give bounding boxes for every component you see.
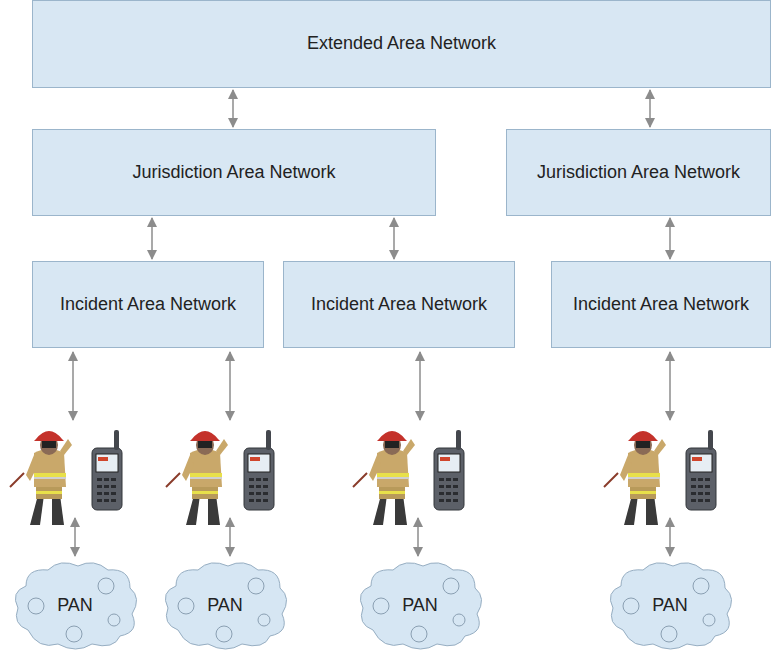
- pan-cloud: PAN: [355, 560, 485, 652]
- network-link: [232, 90, 234, 127]
- network-box: Jurisdiction Area Network: [506, 129, 771, 216]
- network-box: Jurisdiction Area Network: [32, 129, 436, 216]
- network-box: Incident Area Network: [283, 261, 515, 348]
- node-label: Jurisdiction Area Network: [537, 162, 740, 184]
- pan-cloud: PAN: [160, 560, 290, 652]
- node-label: Incident Area Network: [573, 294, 749, 316]
- network-link: [669, 218, 671, 259]
- network-box: Extended Area Network: [32, 0, 771, 88]
- node-label: PAN: [402, 595, 438, 617]
- network-link: [151, 218, 153, 259]
- pan-cloud: PAN: [605, 560, 735, 652]
- pan-cloud: PAN: [10, 560, 140, 652]
- node-label: Extended Area Network: [307, 33, 496, 55]
- node-label: PAN: [207, 595, 243, 617]
- network-link: [649, 90, 651, 127]
- network-box: Incident Area Network: [32, 261, 264, 348]
- node-label: PAN: [57, 595, 93, 617]
- node-label: Jurisdiction Area Network: [132, 162, 335, 184]
- network-link: [393, 218, 395, 259]
- network-box: Incident Area Network: [551, 261, 771, 348]
- node-label: Incident Area Network: [60, 294, 236, 316]
- node-label: PAN: [652, 595, 688, 617]
- node-label: Incident Area Network: [311, 294, 487, 316]
